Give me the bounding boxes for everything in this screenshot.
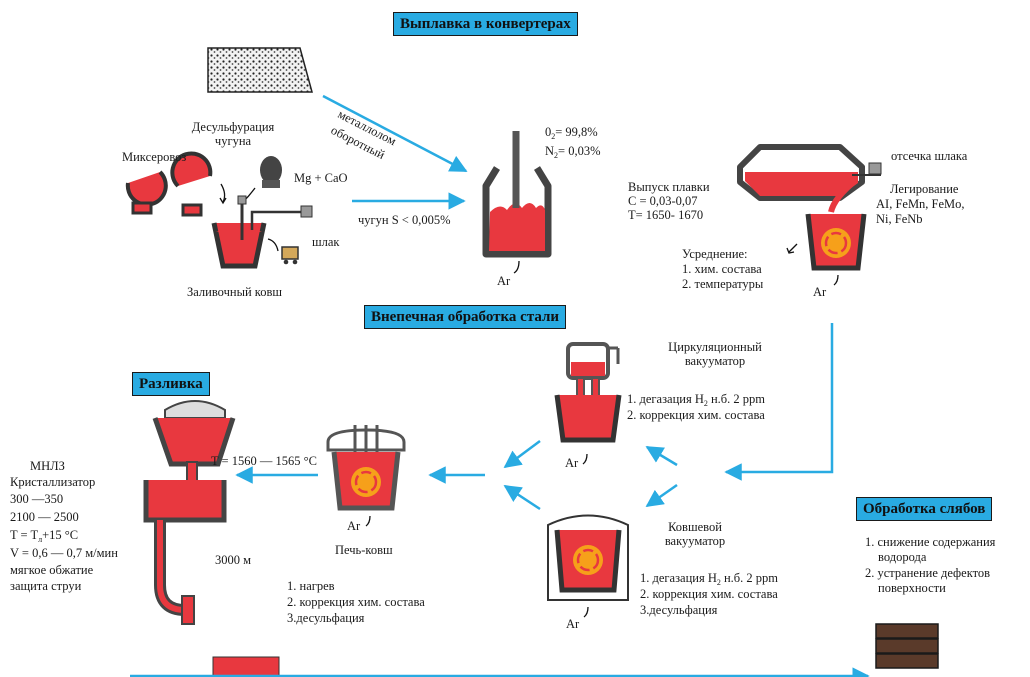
header-slab-treatment: Обработка слябов xyxy=(856,497,993,521)
label-ar-vd: Ar xyxy=(566,617,580,631)
label-rh-step-1: 1. дегазация H2 н.б. 2 ppm xyxy=(627,392,766,408)
scrap-pile xyxy=(207,47,313,93)
label-slag-cutoff: отсечка шлака xyxy=(891,149,968,163)
label-lf-temp: T = 1560 — 1565 °C xyxy=(211,454,317,468)
transfer-ladle xyxy=(211,195,313,269)
label-lf-name: Печь-ковш xyxy=(335,543,393,557)
label-ar-converter: Ar xyxy=(497,274,511,288)
mixer-car xyxy=(125,151,213,217)
label-desulf-1: Десульфурация xyxy=(191,120,275,134)
label-reagent: Mg + CaO xyxy=(294,171,348,185)
pour-arrow xyxy=(220,183,226,203)
label-slab-2: водорода xyxy=(878,550,927,564)
ladle-furnace xyxy=(326,425,406,527)
label-desulf-2: чугуна xyxy=(214,134,252,148)
label-ccm-2: Кристаллизатор xyxy=(10,475,96,489)
label-o2: 02= 99,8% xyxy=(545,125,598,141)
label-ccm-7: мягкое обжатие xyxy=(10,563,94,577)
label-ccm-length: 3000 м xyxy=(215,553,252,567)
continuous-caster xyxy=(143,400,236,625)
ladle-vacuum-degasser xyxy=(547,514,629,618)
label-alloying-2: AI, FeMn, FeMo, xyxy=(876,197,965,211)
label-vd-step-2: 2. коррекция хим. состава xyxy=(640,587,778,601)
rh-degasser xyxy=(554,342,622,465)
label-pig-iron: чугун S < 0,005% xyxy=(358,213,451,227)
bof-converter xyxy=(482,131,552,274)
label-rh-2: вакууматор xyxy=(684,354,746,368)
flow-to-vd xyxy=(645,483,678,508)
flow-to-rh xyxy=(645,445,678,467)
flow-rh-to-lf xyxy=(503,439,541,469)
label-lf-step-1: 1. нагрев xyxy=(287,579,335,593)
label-rh-1: Циркуляционный xyxy=(668,340,762,354)
flow-tap-to-secondary xyxy=(724,323,834,481)
label-ar-lf: Ar xyxy=(347,519,361,533)
header-casting: Разливка xyxy=(132,372,210,396)
label-averaging-2: 1. хим. состава xyxy=(682,262,762,276)
label-tap-3: T= 1650- 1670 xyxy=(628,208,704,222)
label-ar-rh: Ar xyxy=(565,456,579,470)
label-ccm-1: МНЛЗ xyxy=(30,459,65,473)
label-mixer: Миксеровоз xyxy=(122,150,187,164)
label-ccm-4: 2100 — 2500 xyxy=(10,510,79,524)
label-ccm-3: 300 —350 xyxy=(10,492,64,506)
label-ar-tap: Ar xyxy=(813,285,827,299)
header-secondary-treatment: Внепечная обработка стали xyxy=(364,305,567,329)
label-averaging-1: Усреднение: xyxy=(682,247,748,261)
label-slab-3: 2. устранение дефектов xyxy=(865,566,991,580)
scrap-arrow xyxy=(322,94,468,173)
reagent-hopper xyxy=(260,156,282,188)
label-vd-2: вакууматор xyxy=(664,534,726,548)
label-transfer-ladle: Заливочный ковш xyxy=(187,285,282,299)
label-lf-step-2: 2. коррекция хим. состава xyxy=(287,595,425,609)
label-slab-4: поверхности xyxy=(878,581,946,595)
slab-stack xyxy=(875,623,939,669)
label-ccm-6: V = 0,6 — 0,7 м/мин xyxy=(10,546,118,560)
cast-slab xyxy=(212,656,280,677)
slag-pot xyxy=(267,238,299,265)
label-tap-1: Выпуск плавки xyxy=(628,180,710,194)
label-ccm-8: защита струи xyxy=(10,579,82,593)
flow-vd-to-lf xyxy=(503,484,541,511)
label-averaging-3: 2. температуры xyxy=(682,277,764,291)
label-tap-2: C = 0,03-0,07 xyxy=(628,194,698,208)
label-vd-1: Ковшевой xyxy=(668,520,722,534)
label-n2: N2= 0,03% xyxy=(545,144,601,160)
tapping-converter xyxy=(737,144,882,286)
label-slag: шлак xyxy=(312,235,340,249)
label-ccm-5: T = Tл+15 °C xyxy=(10,528,79,544)
label-lf-step-3: 3.десульфация xyxy=(287,611,365,625)
label-alloying-3: Ni, FeNb xyxy=(876,212,923,226)
label-alloying-1: Легирование xyxy=(890,182,959,196)
label-rh-step-2: 2. коррекция хим. состава xyxy=(627,408,765,422)
label-vd-step-3: 3.десульфация xyxy=(640,603,718,617)
header-smelting: Выплавка в конвертерах xyxy=(393,12,578,36)
label-vd-step-1: 1. дегазация H2 н.б. 2 ppm xyxy=(640,571,779,587)
label-slab-1: 1. снижение содержания xyxy=(865,535,996,549)
